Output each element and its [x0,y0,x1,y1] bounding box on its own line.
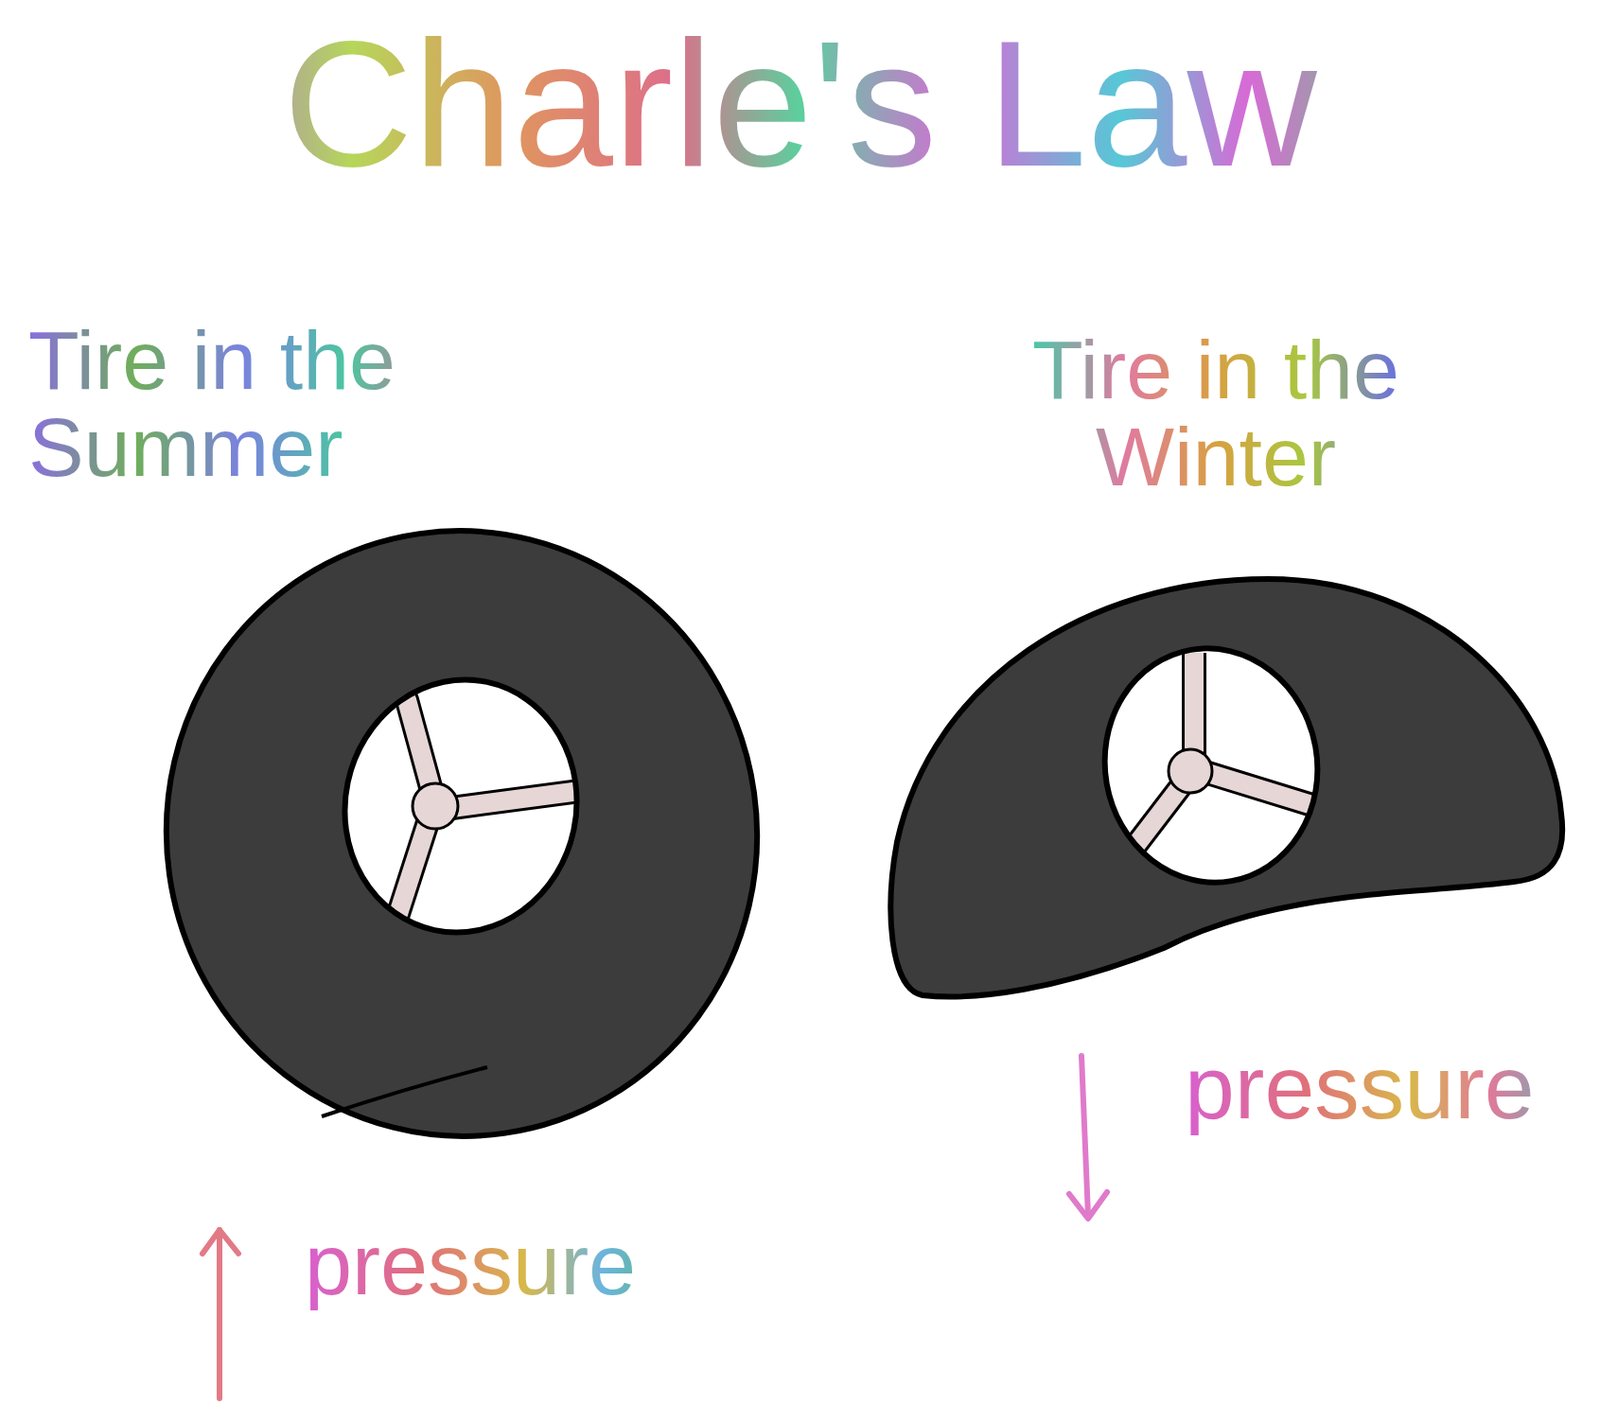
pressure-up-arrow [202,1230,239,1399]
winter-tire [890,579,1563,997]
summer-label: Tire in the Summer [28,316,559,493]
winter-label: Tire in the Winter [931,326,1500,502]
title-text: Charle's Law [0,9,1600,199]
pressure-down-arrow [1069,1055,1108,1219]
pressure-label: pressure [304,1220,703,1311]
summer-tire [127,492,797,1176]
pressure-label: pressure [1184,1040,1592,1136]
